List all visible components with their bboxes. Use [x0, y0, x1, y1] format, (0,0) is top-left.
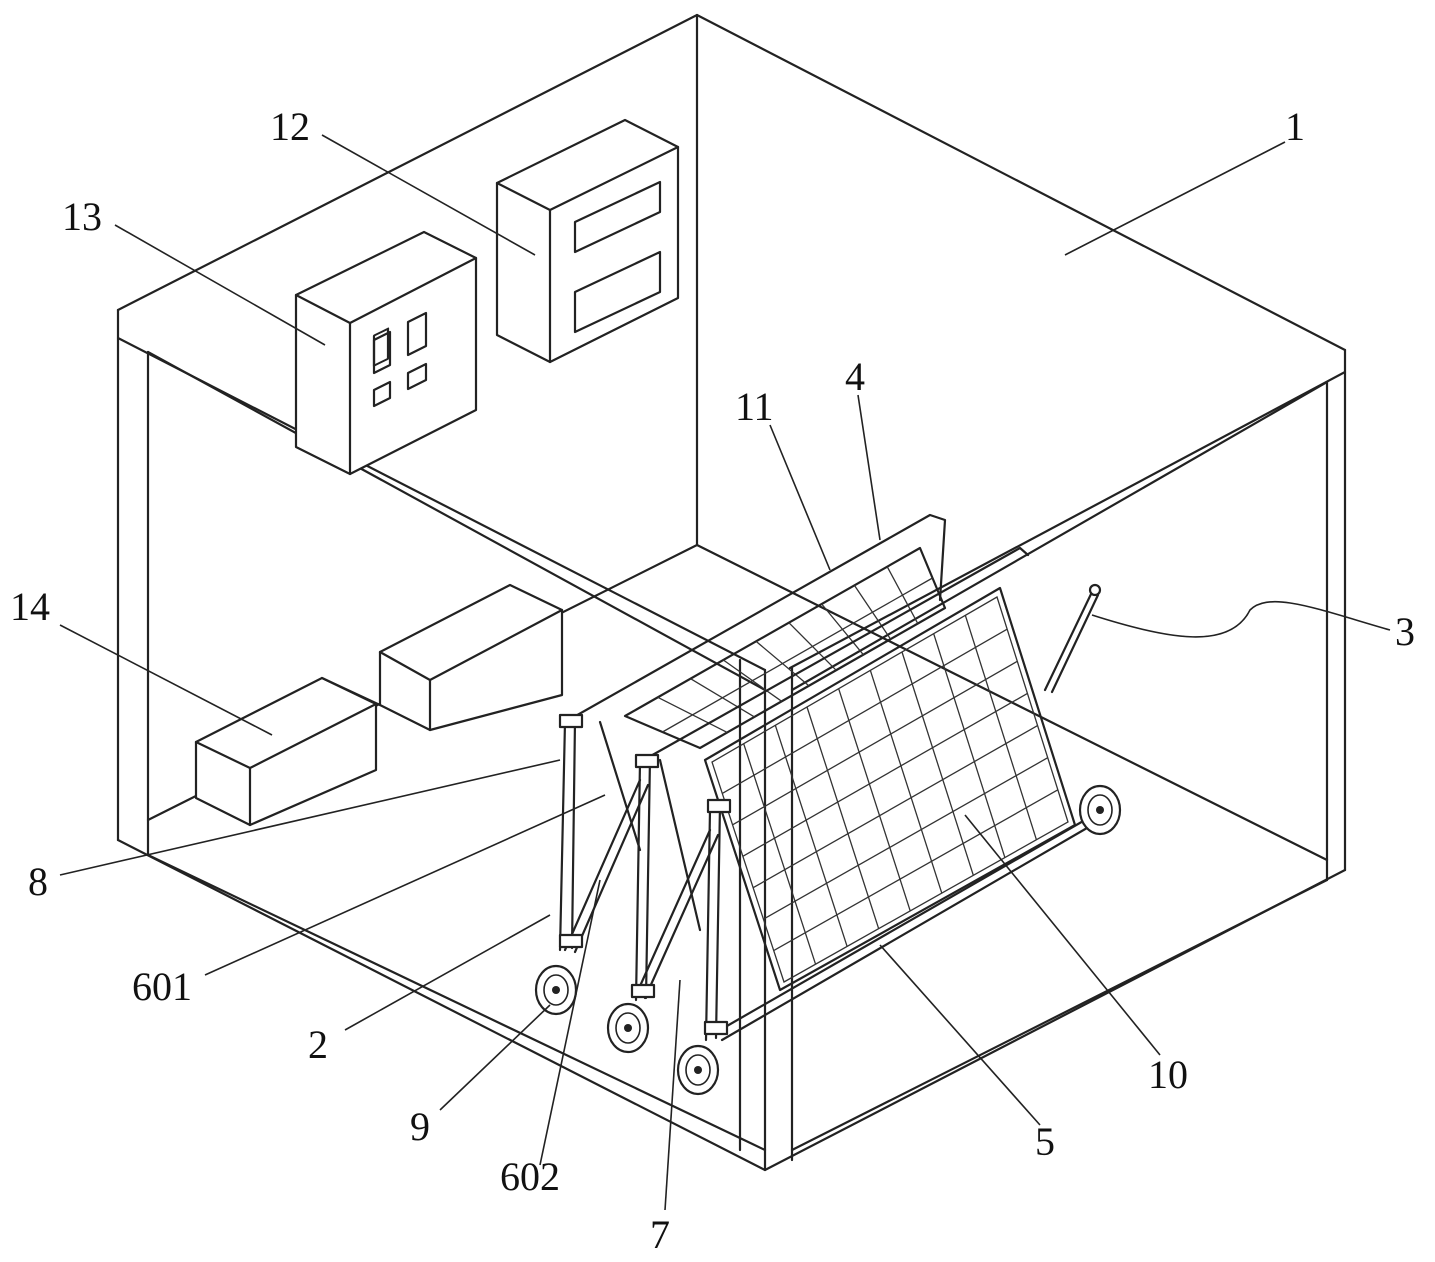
label-1: 1: [1285, 104, 1305, 149]
label-4: 4: [845, 354, 865, 399]
room-enclosure: [116, 13, 1347, 1172]
label-14: 14: [10, 584, 50, 629]
label-5: 5: [1035, 1119, 1055, 1164]
battery-boxes-14: [194, 583, 564, 827]
label-11: 11: [735, 384, 774, 429]
leader-lines: [59, 134, 1391, 1211]
cabinet-13: [294, 230, 478, 476]
label-601: 601: [132, 964, 192, 1009]
wheel: [534, 964, 578, 1016]
label-602: 602: [500, 1154, 560, 1199]
solar-panel-front: [703, 586, 1077, 992]
wheel: [676, 1044, 720, 1096]
solar-panel-rear: [623, 546, 947, 750]
label-8: 8: [28, 859, 48, 904]
wheel: [1078, 784, 1122, 836]
label-13: 13: [62, 194, 102, 239]
label-7: 7: [650, 1212, 670, 1257]
wheel: [606, 1002, 650, 1054]
label-2: 2: [308, 1022, 328, 1067]
solar-rack-assembly: [534, 513, 1122, 1096]
reference-labels: 1 12 13 14 4 11 3 8 601 2 9 602 7 5 10: [10, 104, 1415, 1257]
label-3: 3: [1395, 609, 1415, 654]
label-10: 10: [1148, 1052, 1188, 1097]
label-9: 9: [410, 1104, 430, 1149]
cabinet-12: [495, 118, 680, 364]
label-12: 12: [270, 104, 310, 149]
